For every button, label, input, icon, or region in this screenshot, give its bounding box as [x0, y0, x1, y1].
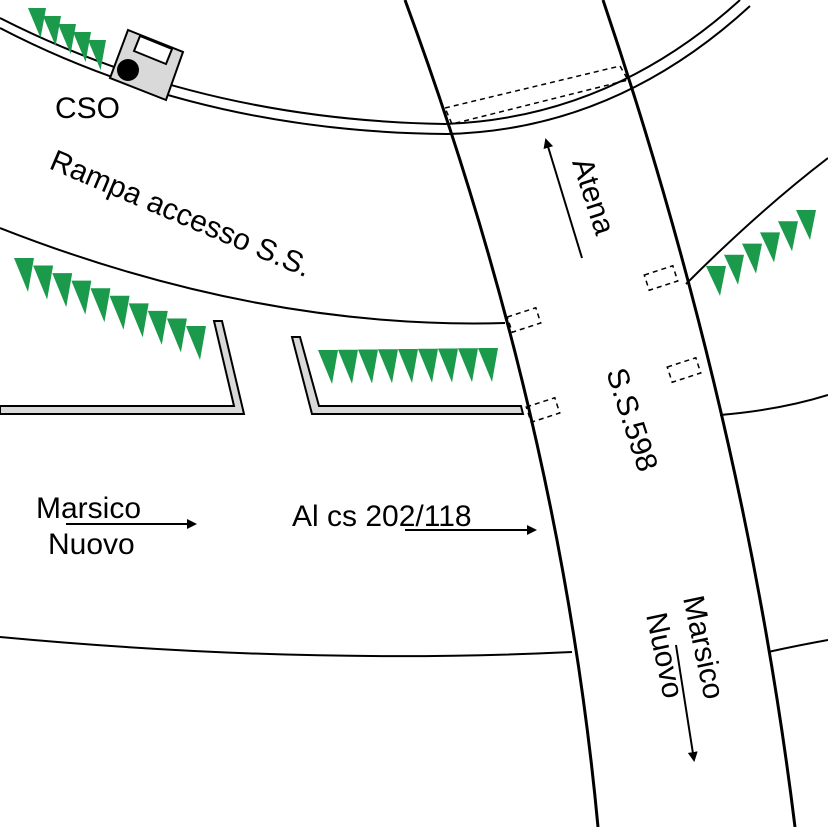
vegetation-triangle — [43, 16, 61, 46]
vegetation-triangle — [706, 266, 726, 296]
sign-box-4 — [666, 356, 702, 384]
vegetation-triangle — [166, 318, 187, 353]
vegetation-triangle — [28, 8, 46, 38]
cso-label: CSO — [55, 92, 120, 125]
vegetation-triangle — [358, 349, 378, 384]
atena-label: Atena — [565, 154, 621, 239]
vegetation-triangle — [109, 295, 130, 330]
vegetation-triangle — [742, 243, 762, 274]
vegetation-triangle — [458, 348, 478, 383]
vegetation-triangle — [398, 349, 418, 383]
right-mid-curve — [719, 394, 828, 416]
vegetation-triangle — [438, 348, 458, 383]
vegetation-triangle — [90, 288, 111, 323]
rampa-label: Rampa accesso S.S. — [45, 144, 316, 284]
ss598-east-edge — [601, 0, 797, 827]
vegetation-triangle — [33, 265, 54, 300]
vegetation-triangle — [128, 303, 149, 338]
ramp-lower-edge — [0, 227, 506, 325]
left-curb-wall — [0, 320, 246, 415]
vegetation-triangle — [338, 349, 358, 384]
vegetation-triangle — [318, 350, 338, 384]
vegetation-triangle — [478, 348, 498, 382]
vegetation-triangle — [71, 280, 92, 315]
sign-box-1 — [506, 306, 542, 334]
vegetation-triangle — [378, 349, 398, 384]
sign-box-3 — [643, 264, 679, 292]
vegetation-triangle — [14, 258, 34, 292]
marsico-left-line1: Marsico — [36, 492, 141, 525]
bottom-road-edge — [0, 636, 573, 658]
vegetation-triangle — [760, 232, 780, 263]
alcs-label: Al cs 202/118 — [292, 500, 472, 533]
arrow-marsico-right-icon — [675, 644, 698, 762]
vegetation-triangle — [88, 40, 106, 70]
cso-station-icon — [108, 28, 185, 102]
vegetation-triangle — [778, 221, 798, 252]
ss598-west-edge — [403, 0, 600, 827]
vegetation-triangle — [186, 326, 206, 360]
ss598-label: S.S.598 — [599, 364, 663, 476]
right-lower-curve — [767, 639, 828, 653]
vegetation-triangle — [724, 254, 744, 285]
sign-box-2 — [525, 396, 561, 424]
vegetation-triangle — [73, 32, 91, 62]
vegetation-triangle — [58, 24, 76, 54]
marsico-left-line2: Nuovo — [48, 528, 135, 561]
vegetation-triangle — [418, 348, 438, 383]
vegetation-triangle — [796, 210, 816, 240]
right-upper-curve — [685, 157, 828, 285]
crossing-dashed — [443, 65, 630, 125]
mid-curb-wall — [290, 336, 525, 415]
vegetation-triangle — [147, 310, 168, 345]
vegetation-group — [14, 8, 816, 384]
vegetation-triangle — [52, 273, 73, 308]
arrow-atena-icon — [543, 138, 583, 259]
